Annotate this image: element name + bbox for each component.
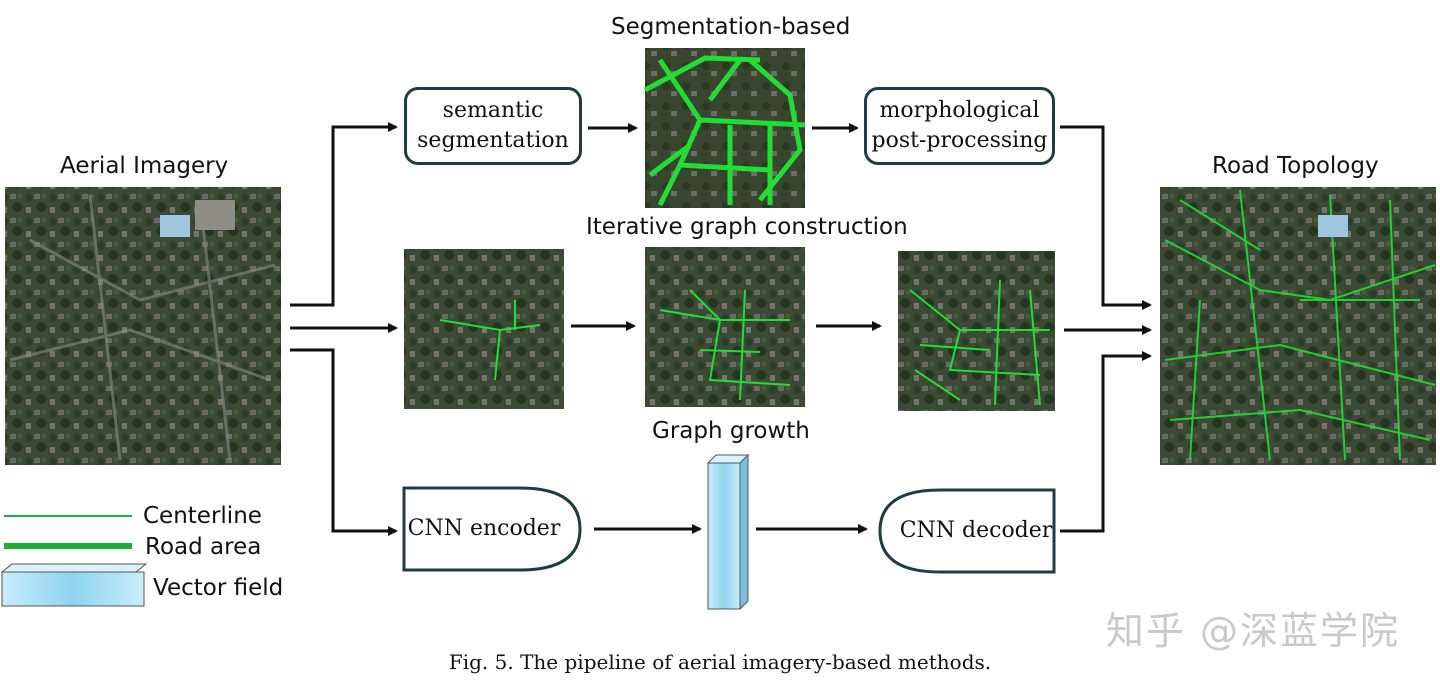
road-topology-output — [1160, 187, 1436, 465]
arrow-input-to-encoder — [290, 348, 398, 536]
semantic-line2: segmentation — [417, 128, 569, 153]
graph-growth-label: Graph growth — [652, 418, 810, 444]
aerial-imagery-label: Aerial Imagery — [60, 153, 229, 179]
iterative-image-3 — [898, 251, 1055, 411]
morphological-box: morphological post-processing — [864, 87, 1055, 165]
iterative-graph-label: Iterative graph construction — [586, 214, 908, 240]
legend — [0, 515, 148, 607]
segmentation-based-label: Segmentation-based — [611, 14, 851, 40]
arrow-input-to-segmentation — [290, 122, 398, 307]
vector-field-bar — [706, 453, 750, 611]
watermark: 知乎 @深蓝学院 — [1105, 609, 1400, 653]
iterative-image-1 — [404, 249, 564, 409]
road-topology-label: Road Topology — [1212, 153, 1379, 179]
cnn-encoder-shape — [402, 486, 582, 572]
legend-centerline-text: Centerline — [143, 503, 262, 529]
iterative-image-2 — [645, 247, 805, 407]
semantic-segmentation-box: semantic segmentation — [404, 87, 582, 165]
segmentation-image — [643, 48, 806, 208]
legend-vector-field-text: Vector field — [153, 575, 284, 601]
semantic-line1: semantic — [442, 98, 544, 123]
cnn-decoder-shape — [878, 488, 1056, 574]
cnn-encoder-label: CNN encoder — [407, 516, 561, 541]
legend-vector-field-swatch — [1, 571, 145, 607]
legend-road-area-text: Road area — [145, 534, 262, 560]
cnn-decoder-label: CNN decoder — [899, 518, 1053, 543]
morph-line2: post-processing — [871, 128, 1048, 153]
aerial-image-input — [5, 187, 281, 465]
arrow-morph-to-output — [1060, 125, 1152, 310]
figure-caption: Fig. 5. The pipeline of aerial imagery-b… — [448, 650, 992, 674]
arrow-decoder-to-output — [1060, 351, 1152, 533]
morph-line1: morphological — [879, 98, 1040, 123]
